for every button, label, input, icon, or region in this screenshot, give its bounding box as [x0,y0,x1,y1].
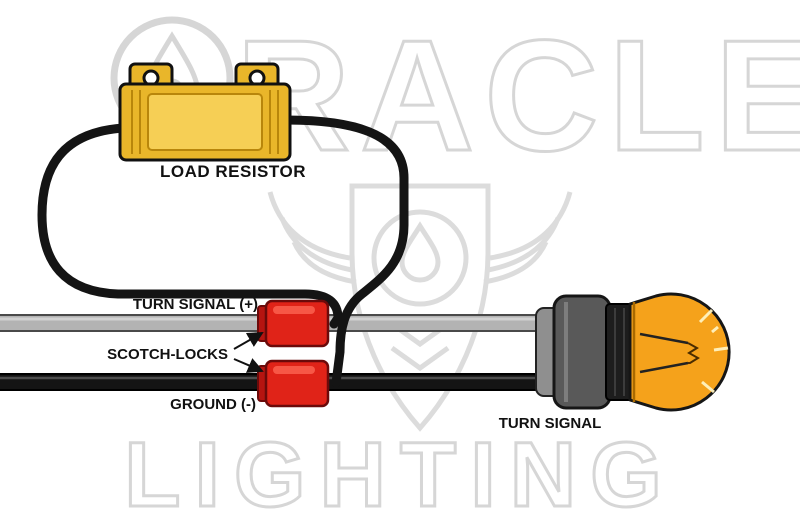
resistor-lead-wires [37,115,409,388]
winged-crest-watermark [267,183,573,432]
load-resistor [118,62,292,162]
oracle-watermark: RACLE LIGHTING [110,7,800,528]
watermark-bottom-text: LIGHTING [124,424,676,526]
bulb-filament [639,332,700,374]
diagram-labels: LOAD RESISTOR TURN SIGNAL (+) SCOTCH-LOC… [107,162,601,432]
turn-signal-label: TURN SIGNAL [499,415,602,432]
scotch-lock-callout-arrows [233,332,264,373]
callout-arrow-bottom [233,358,264,373]
scotch-locks-label: SCOTCH-LOCKS [107,346,228,363]
callout-arrow-top [233,332,264,350]
watermark-top-text: RACLE [236,8,800,184]
resistor-fins [131,90,279,154]
resistor-lead-wire-left [37,123,343,329]
scotch-lock-bottom [257,359,330,408]
turn-signal-bulb-assembly [535,292,731,412]
resistor-lead-wire-right [281,115,409,388]
bulb-socket [552,294,612,410]
resistor-center-plate [147,93,263,151]
scotch-lock-bottom-highlight [273,366,315,374]
bulb-glass [628,292,731,412]
scotch-lock-top [257,299,330,348]
load-resistor-label: LOAD RESISTOR [160,162,306,181]
bulb-light-rays [698,308,729,394]
turn-signal-plus-label: TURN SIGNAL (+) [133,296,258,313]
ground-label: GROUND (-) [170,396,256,413]
scotch-lock-top-highlight [273,306,315,314]
